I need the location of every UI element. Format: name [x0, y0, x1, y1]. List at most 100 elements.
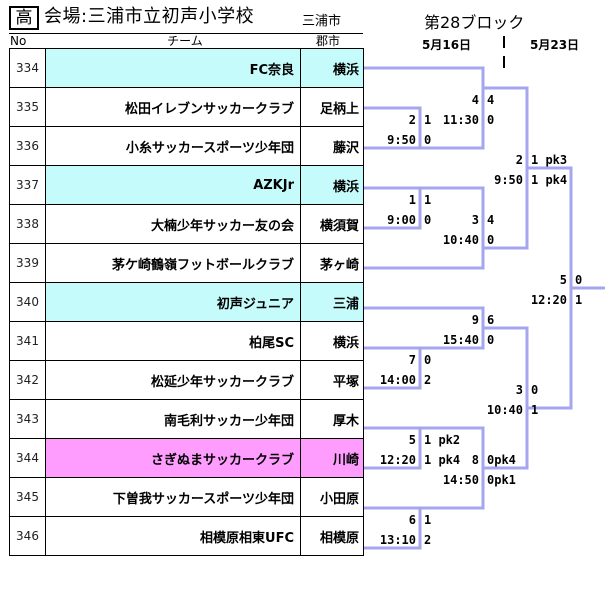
team-number: 344 — [9, 438, 46, 478]
team-city: 茅ヶ崎 — [300, 243, 364, 283]
header-divider — [9, 33, 363, 34]
score-top: 1 — [424, 113, 431, 127]
team-name: 小糸サッカースポーツ少年団 — [45, 126, 301, 166]
score-bottom: 2 — [424, 373, 431, 387]
team-name: 茅ケ崎鶴嶺フットボールクラブ — [45, 243, 301, 283]
score-bottom: 0pk1 — [487, 473, 516, 487]
score-top: 1 — [424, 513, 431, 527]
date-round-1: 5月16日 — [422, 38, 472, 52]
score-bottom: 0 — [487, 113, 494, 127]
match-number: 6 — [409, 513, 416, 527]
bracket-line — [364, 106, 422, 150]
score-top: 0 — [424, 353, 431, 367]
match-time: 9:50 — [494, 173, 523, 187]
bracket-line — [364, 66, 485, 150]
team-number: 345 — [9, 477, 46, 517]
team-city: 足柄上 — [300, 87, 364, 127]
team-city: 横浜 — [300, 165, 364, 205]
score-bottom: 1 — [575, 293, 582, 307]
score-top: 4 — [487, 93, 494, 107]
date-separator — [503, 36, 505, 48]
match-number: 9 — [472, 313, 479, 327]
team-name: 相模原相東UFC — [45, 516, 301, 556]
score-top: 0pk4 — [487, 453, 516, 467]
team-number: 335 — [9, 87, 46, 127]
column-header-team: チーム — [167, 34, 203, 48]
match-time: 13:10 — [380, 533, 416, 547]
match-number: 1 — [409, 193, 416, 207]
match-time: 12:20 — [380, 453, 416, 467]
match-number: 3 — [516, 383, 523, 397]
team-number: 346 — [9, 516, 46, 556]
team-city: 小田原 — [300, 477, 364, 517]
bracket-line — [527, 166, 573, 410]
match-number: 8 — [472, 453, 479, 467]
date-round-2: 5月23日 — [530, 38, 580, 52]
match-time: 14:50 — [443, 473, 479, 487]
score-bottom: 1 pk4 — [424, 453, 460, 467]
column-header-no: No — [10, 34, 27, 48]
match-number: 3 — [472, 213, 479, 227]
match-time: 15:40 — [443, 333, 479, 347]
match-time: 9:50 — [387, 133, 416, 147]
venue-city: 三浦市 — [302, 14, 342, 29]
score-bottom: 0 — [487, 233, 494, 247]
bracket-line — [364, 426, 422, 470]
score-bottom: 0 — [424, 133, 431, 147]
match-number: 2 — [409, 113, 416, 127]
match-time: 12:20 — [531, 293, 567, 307]
team-city: 相模原 — [300, 516, 364, 556]
grade-badge: 高 — [9, 6, 39, 30]
score-top: 4 — [487, 213, 494, 227]
score-bottom: 1 — [531, 403, 538, 417]
score-bottom: 0 — [487, 333, 494, 347]
match-time: 11:30 — [443, 113, 479, 127]
bracket-line — [364, 186, 485, 270]
team-name: 南毛利サッカー少年団 — [45, 399, 301, 439]
team-name: 松田イレブンサッカークラブ — [45, 87, 301, 127]
team-name: FC奈良 — [45, 48, 301, 88]
team-number: 338 — [9, 204, 46, 244]
score-top: 0 — [575, 273, 582, 287]
bracket-line — [364, 346, 422, 390]
score-top: 1 pk2 — [424, 433, 460, 447]
team-city: 藤沢 — [300, 126, 364, 166]
match-time: 10:40 — [487, 403, 523, 417]
match-time: 9:00 — [387, 213, 416, 227]
score-bottom: 1 pk4 — [531, 173, 567, 187]
match-number: 2 — [516, 153, 523, 167]
score-bottom: 2 — [424, 533, 431, 547]
bracket-line — [483, 326, 529, 470]
match-time: 14:00 — [380, 373, 416, 387]
match-number: 4 — [472, 93, 479, 107]
block-title: 第28ブロック — [424, 13, 525, 32]
team-city: 横須賀 — [300, 204, 364, 244]
venue-title: 会場:三浦市立初声小学校 — [44, 6, 255, 27]
match-number: 7 — [409, 353, 416, 367]
score-top: 1 pk3 — [531, 153, 567, 167]
match-number: 5 — [560, 273, 567, 287]
date-separator — [503, 56, 505, 68]
team-city: 三浦 — [300, 282, 364, 322]
score-bottom: 0 — [424, 213, 431, 227]
team-number: 337 — [9, 165, 46, 205]
bracket-line — [364, 186, 422, 230]
team-number: 339 — [9, 243, 46, 283]
team-name: さぎぬまサッカークラブ — [45, 438, 301, 478]
score-top: 0 — [531, 383, 538, 397]
column-header-city: 郡市 — [316, 34, 341, 48]
team-name: AZKJr — [45, 165, 301, 205]
score-top: 1 — [424, 193, 431, 207]
